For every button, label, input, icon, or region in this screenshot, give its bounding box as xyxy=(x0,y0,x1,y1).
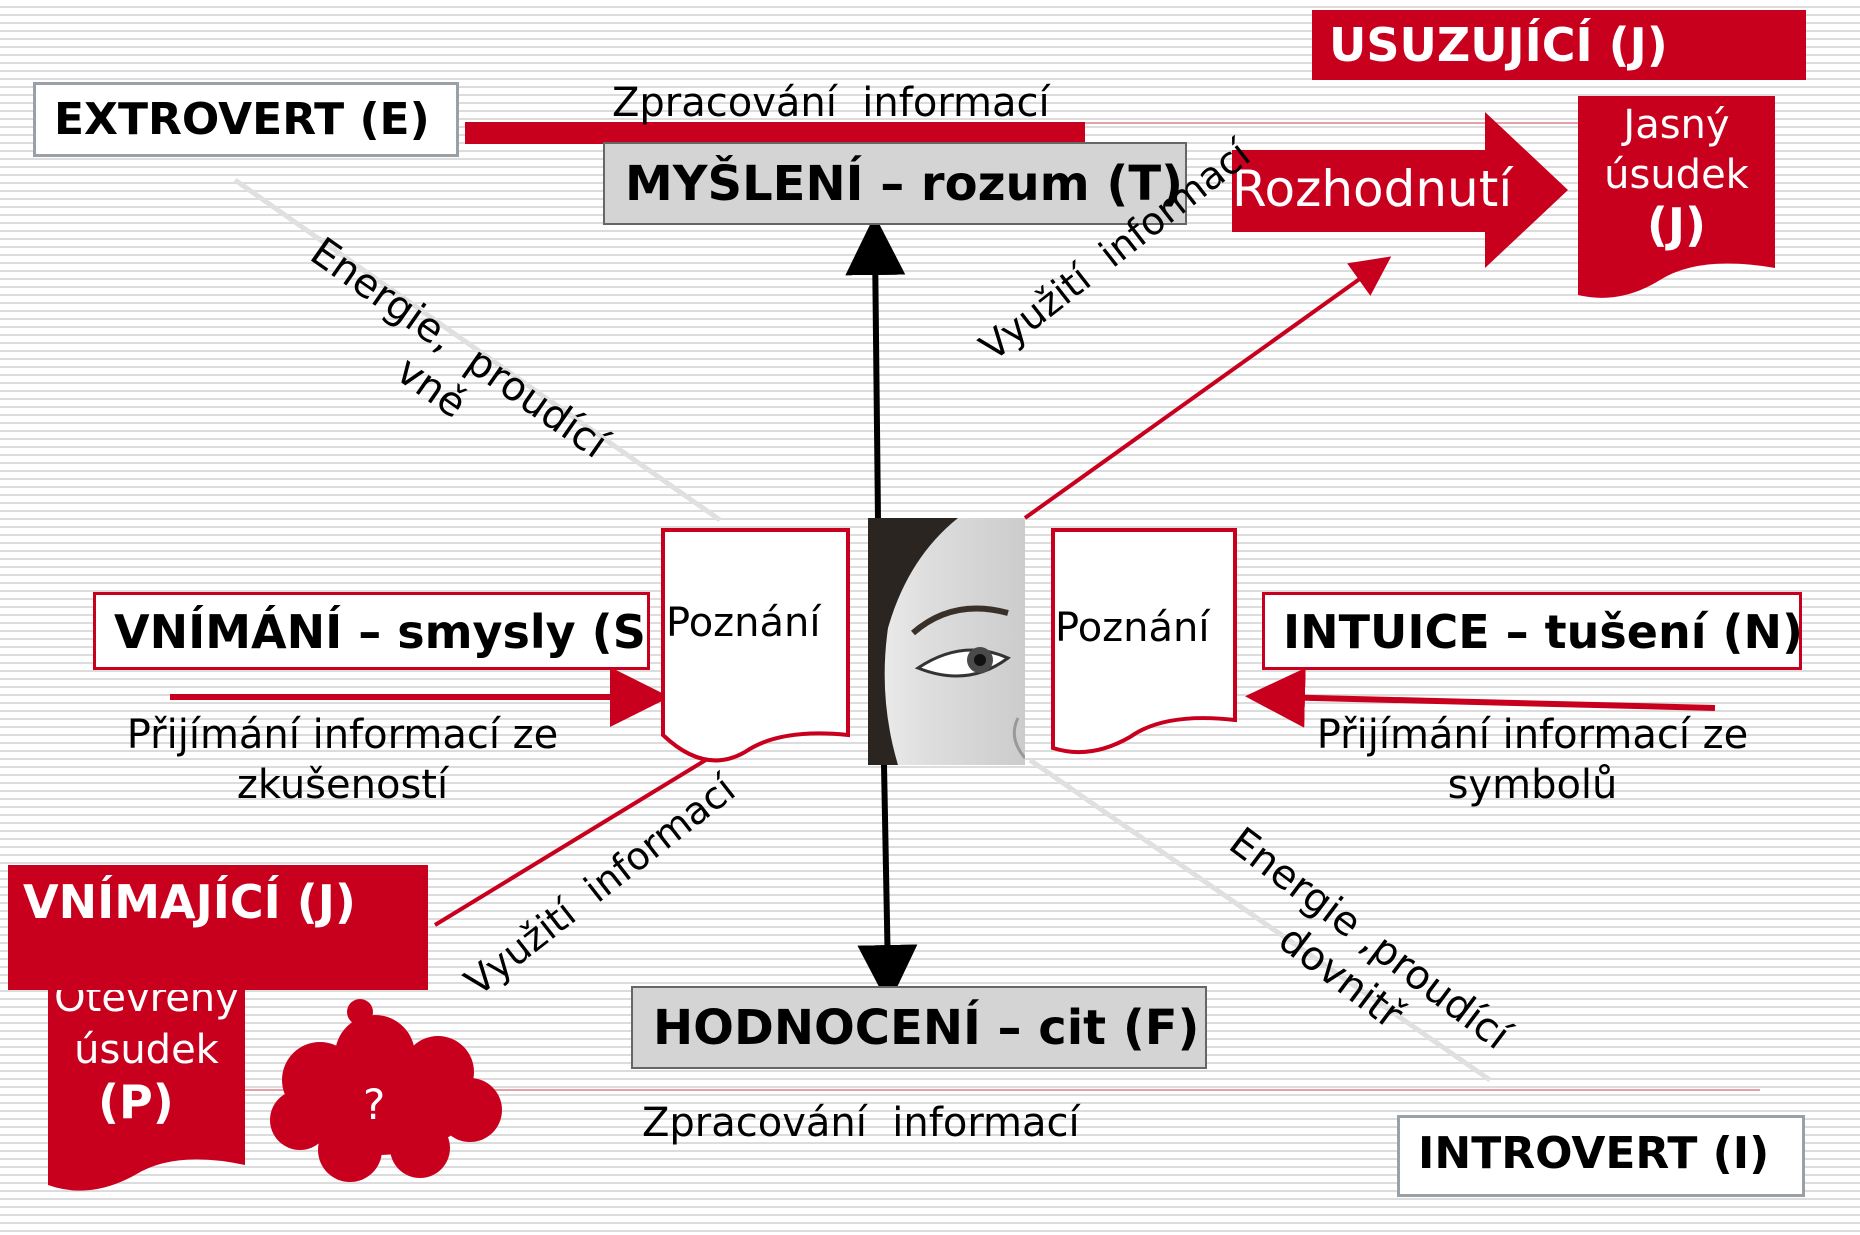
poznani-left-shape xyxy=(661,528,850,763)
intuice-box: INTUICE – tušení (N) xyxy=(1262,592,1802,670)
extrovert-label: EXTROVERT (E) xyxy=(33,82,459,157)
extrovert-bar xyxy=(465,122,1085,144)
line-vyuziti-top xyxy=(1023,256,1392,520)
poznani-right-label: Poznání xyxy=(1055,605,1210,651)
introvert-text: INTROVERT (I) xyxy=(1418,1128,1770,1179)
otevreny-line-3: (P) xyxy=(98,1075,174,1129)
arrow-prijimani-right xyxy=(1245,667,1716,728)
jasny-line-1: Jasný xyxy=(1623,102,1730,148)
poznani-left-label: Poznání xyxy=(666,600,821,646)
zpracovani-bottom-label: Zpracování informací xyxy=(642,1100,1080,1146)
usuzujici-text: USUZUJÍCÍ (J) xyxy=(1329,18,1668,72)
line-vyuziti-bottom xyxy=(433,728,757,927)
jasny-usudek-label: Jasný úsudek (J) xyxy=(1578,100,1775,250)
intuice-text: INTUICE – tušení (N) xyxy=(1283,605,1802,659)
vnimajici-text: VNÍMAJÍCÍ (J) xyxy=(23,875,356,929)
mysleni-text: MYŠLENÍ – rozum (T) xyxy=(625,156,1184,212)
otevreny-usudek-shape xyxy=(48,978,245,1191)
hodnoceni-text: HODNOCENÍ – cit (F) xyxy=(653,1000,1200,1056)
vnimani-text: VNÍMÁNÍ – smysly (S) xyxy=(114,605,650,659)
jasny-usudek-shape xyxy=(1578,96,1775,298)
arrow-down-to-hodnoceni xyxy=(857,764,918,1005)
jasny-line-3: (J) xyxy=(1646,198,1707,252)
otevreny-usudek-label: Otevřený úsudek (P) xyxy=(48,972,245,1128)
arrow-up-to-mysleni xyxy=(845,215,906,521)
rozhodnuti-arrow-shape xyxy=(1232,112,1568,268)
prijimani-left-line-1: Přijímání informací ze xyxy=(126,712,559,758)
otevreny-line-2: úsudek xyxy=(74,1027,219,1073)
introvert-label: INTROVERT (I) xyxy=(1397,1115,1805,1197)
poznani-right-shape xyxy=(1051,528,1237,755)
prijimani-right-line-1: Přijímání informací ze xyxy=(1316,712,1749,758)
vnimajici-box: VNÍMAJÍCÍ (J) xyxy=(8,865,428,990)
prijimani-left-line-2: zkušeností xyxy=(236,762,449,808)
thought-cloud-icon xyxy=(270,1015,502,1182)
usuzujici-label: USUZUJÍCÍ (J) xyxy=(1312,10,1806,80)
faint-line-top-left xyxy=(233,177,722,523)
eye-icon xyxy=(868,518,1025,765)
face-eye-image xyxy=(868,518,1025,765)
vnimani-box: VNÍMÁNÍ – smysly (S) xyxy=(93,592,650,670)
rozhodnuti-label: Rozhodnutí xyxy=(1232,160,1513,218)
hodnoceni-box: HODNOCENÍ – cit (F) xyxy=(631,986,1207,1069)
extrovert-text: EXTROVERT (E) xyxy=(54,94,430,145)
prijimani-right-label: Přijímání informací ze symbolů xyxy=(1270,710,1795,810)
question-mark: ? xyxy=(363,1080,386,1129)
faint-line-bottom-right xyxy=(1028,757,1492,1083)
zpracovani-top-label: Zpracování informací xyxy=(612,80,1050,126)
prijimani-left-label: Přijímání informací ze zkušeností xyxy=(80,710,605,810)
jasny-line-2: úsudek xyxy=(1604,152,1749,198)
prijimani-right-line-2: symbolů xyxy=(1447,762,1618,808)
mysleni-box: MYŠLENÍ – rozum (T) xyxy=(603,142,1187,225)
